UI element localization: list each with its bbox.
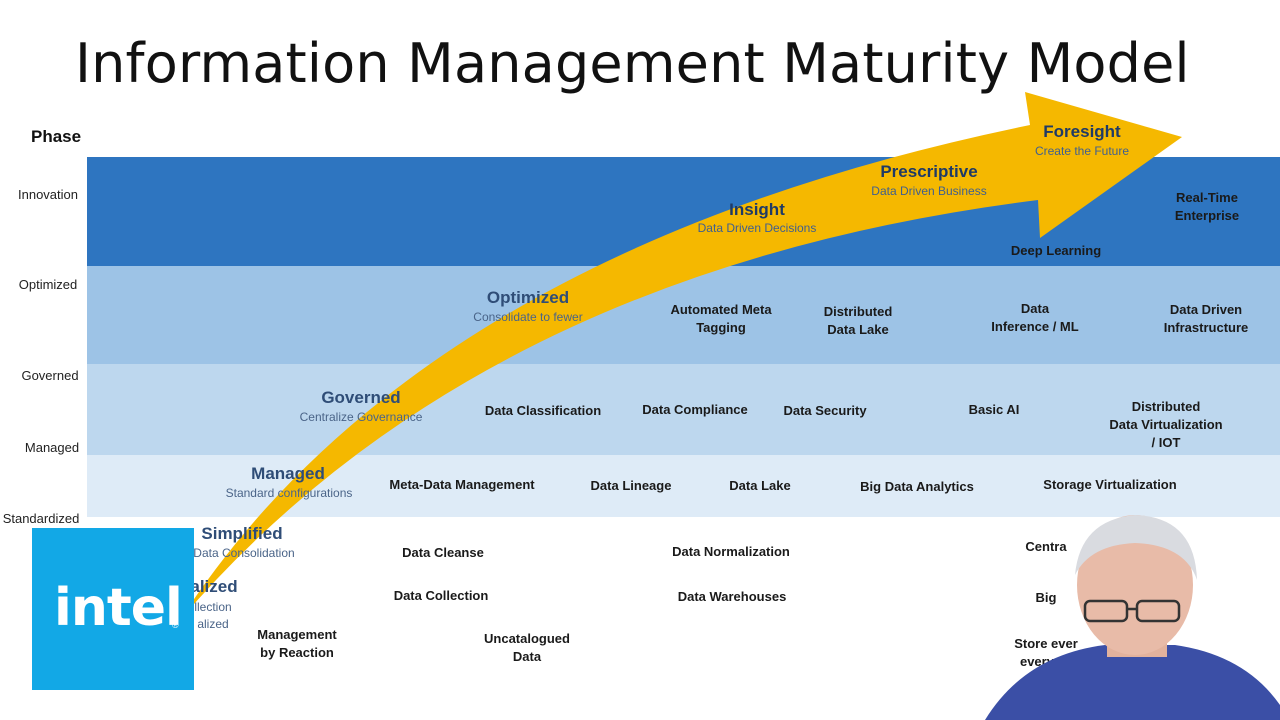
phase-label-optimized: Optimized [18,277,78,292]
stage-sub-optimized: Consolidate to fewer [473,310,583,324]
maturity-arrow-shape [180,92,1182,620]
stage-sub-simplified: Data Consolidation [193,546,295,560]
governed-band [87,364,1280,455]
item-data-cleanse: Data Cleanse [402,545,484,560]
stage-sub-foresight: Create the Future [1034,144,1130,158]
item-management-by-reaction: Management by Reaction [257,627,337,660]
phase-label-standardized: Standardized [2,511,80,526]
stage-name-prescriptive: Prescriptive [880,162,978,181]
phase-label-governed: Governed [21,368,79,383]
stage-name-managed: Managed [251,464,325,483]
phase-label-innovation: Innovation [18,187,78,202]
stage-name-foresight: Foresight [1043,122,1121,141]
stage-sub-partial: llection alized [194,600,232,631]
phase-header: Phase [31,127,82,146]
item-data-lake: Data Lake [729,478,791,493]
stage-sub-governed: Centralize Governance [299,410,423,424]
item-big-data-analytics: Big Data Analytics [860,479,974,494]
item-distributed-data-lake: Distributed Data Lake [823,304,893,337]
item-data-lineage: Data Lineage [590,478,672,493]
stage-name-simplified: Simplified [201,524,283,543]
slide-title: Information Management Maturity Model [75,32,1190,95]
item-data-driven-infrastructure: Data Driven Infrastructure [1163,302,1249,335]
optimized-band [87,266,1280,364]
item-data-normalization: Data Normalization [672,544,790,559]
item-automated-meta-tagging: Automated Meta Tagging [670,302,772,335]
item-data-classification: Data Classification [484,403,602,418]
presenter-webcam [985,505,1280,720]
item-distributed-data-virtualization: Distributed Data Virtualization / IOT [1109,399,1223,450]
stage-name-optimized: Optimized [486,288,570,307]
item-data-warehouses: Data Warehouses [677,589,787,604]
intel-logo-text: intel [54,578,183,638]
item-basic-ai: Basic AI [968,402,1020,417]
presenter-figure [985,515,1280,720]
item-uncatalogued-data: Uncatalogued Data [484,631,570,664]
item-storage-virtualization: Storage Virtualization [1043,477,1177,492]
item-meta-data-management: Meta-Data Management [389,477,535,492]
item-data-security: Data Security [783,403,867,418]
item-real-time-enterprise: Real-Time Enterprise [1174,190,1240,223]
item-big-partial: Big [1035,590,1057,605]
stage-sub-insight: Data Driven Decisions [697,221,817,235]
intel-logo: intel ® [32,528,194,690]
stage-name-partial: alized [190,577,238,596]
phase-label-managed: Managed [24,440,80,455]
intel-registered-mark: ® [172,620,179,630]
item-data-compliance: Data Compliance [642,402,748,417]
item-deep-learning: Deep Learning [1010,243,1102,258]
item-data-collection: Data Collection [393,588,489,603]
stage-sub-managed: Standard configurations [225,486,353,500]
item-data-inference-ml: Data Inference / ML [991,301,1079,334]
item-centra-partial: Centra [1025,539,1067,554]
stage-name-insight: Insight [729,200,785,219]
stage-name-governed: Governed [321,388,401,407]
stage-sub-prescriptive: Data Driven Business [871,184,987,198]
